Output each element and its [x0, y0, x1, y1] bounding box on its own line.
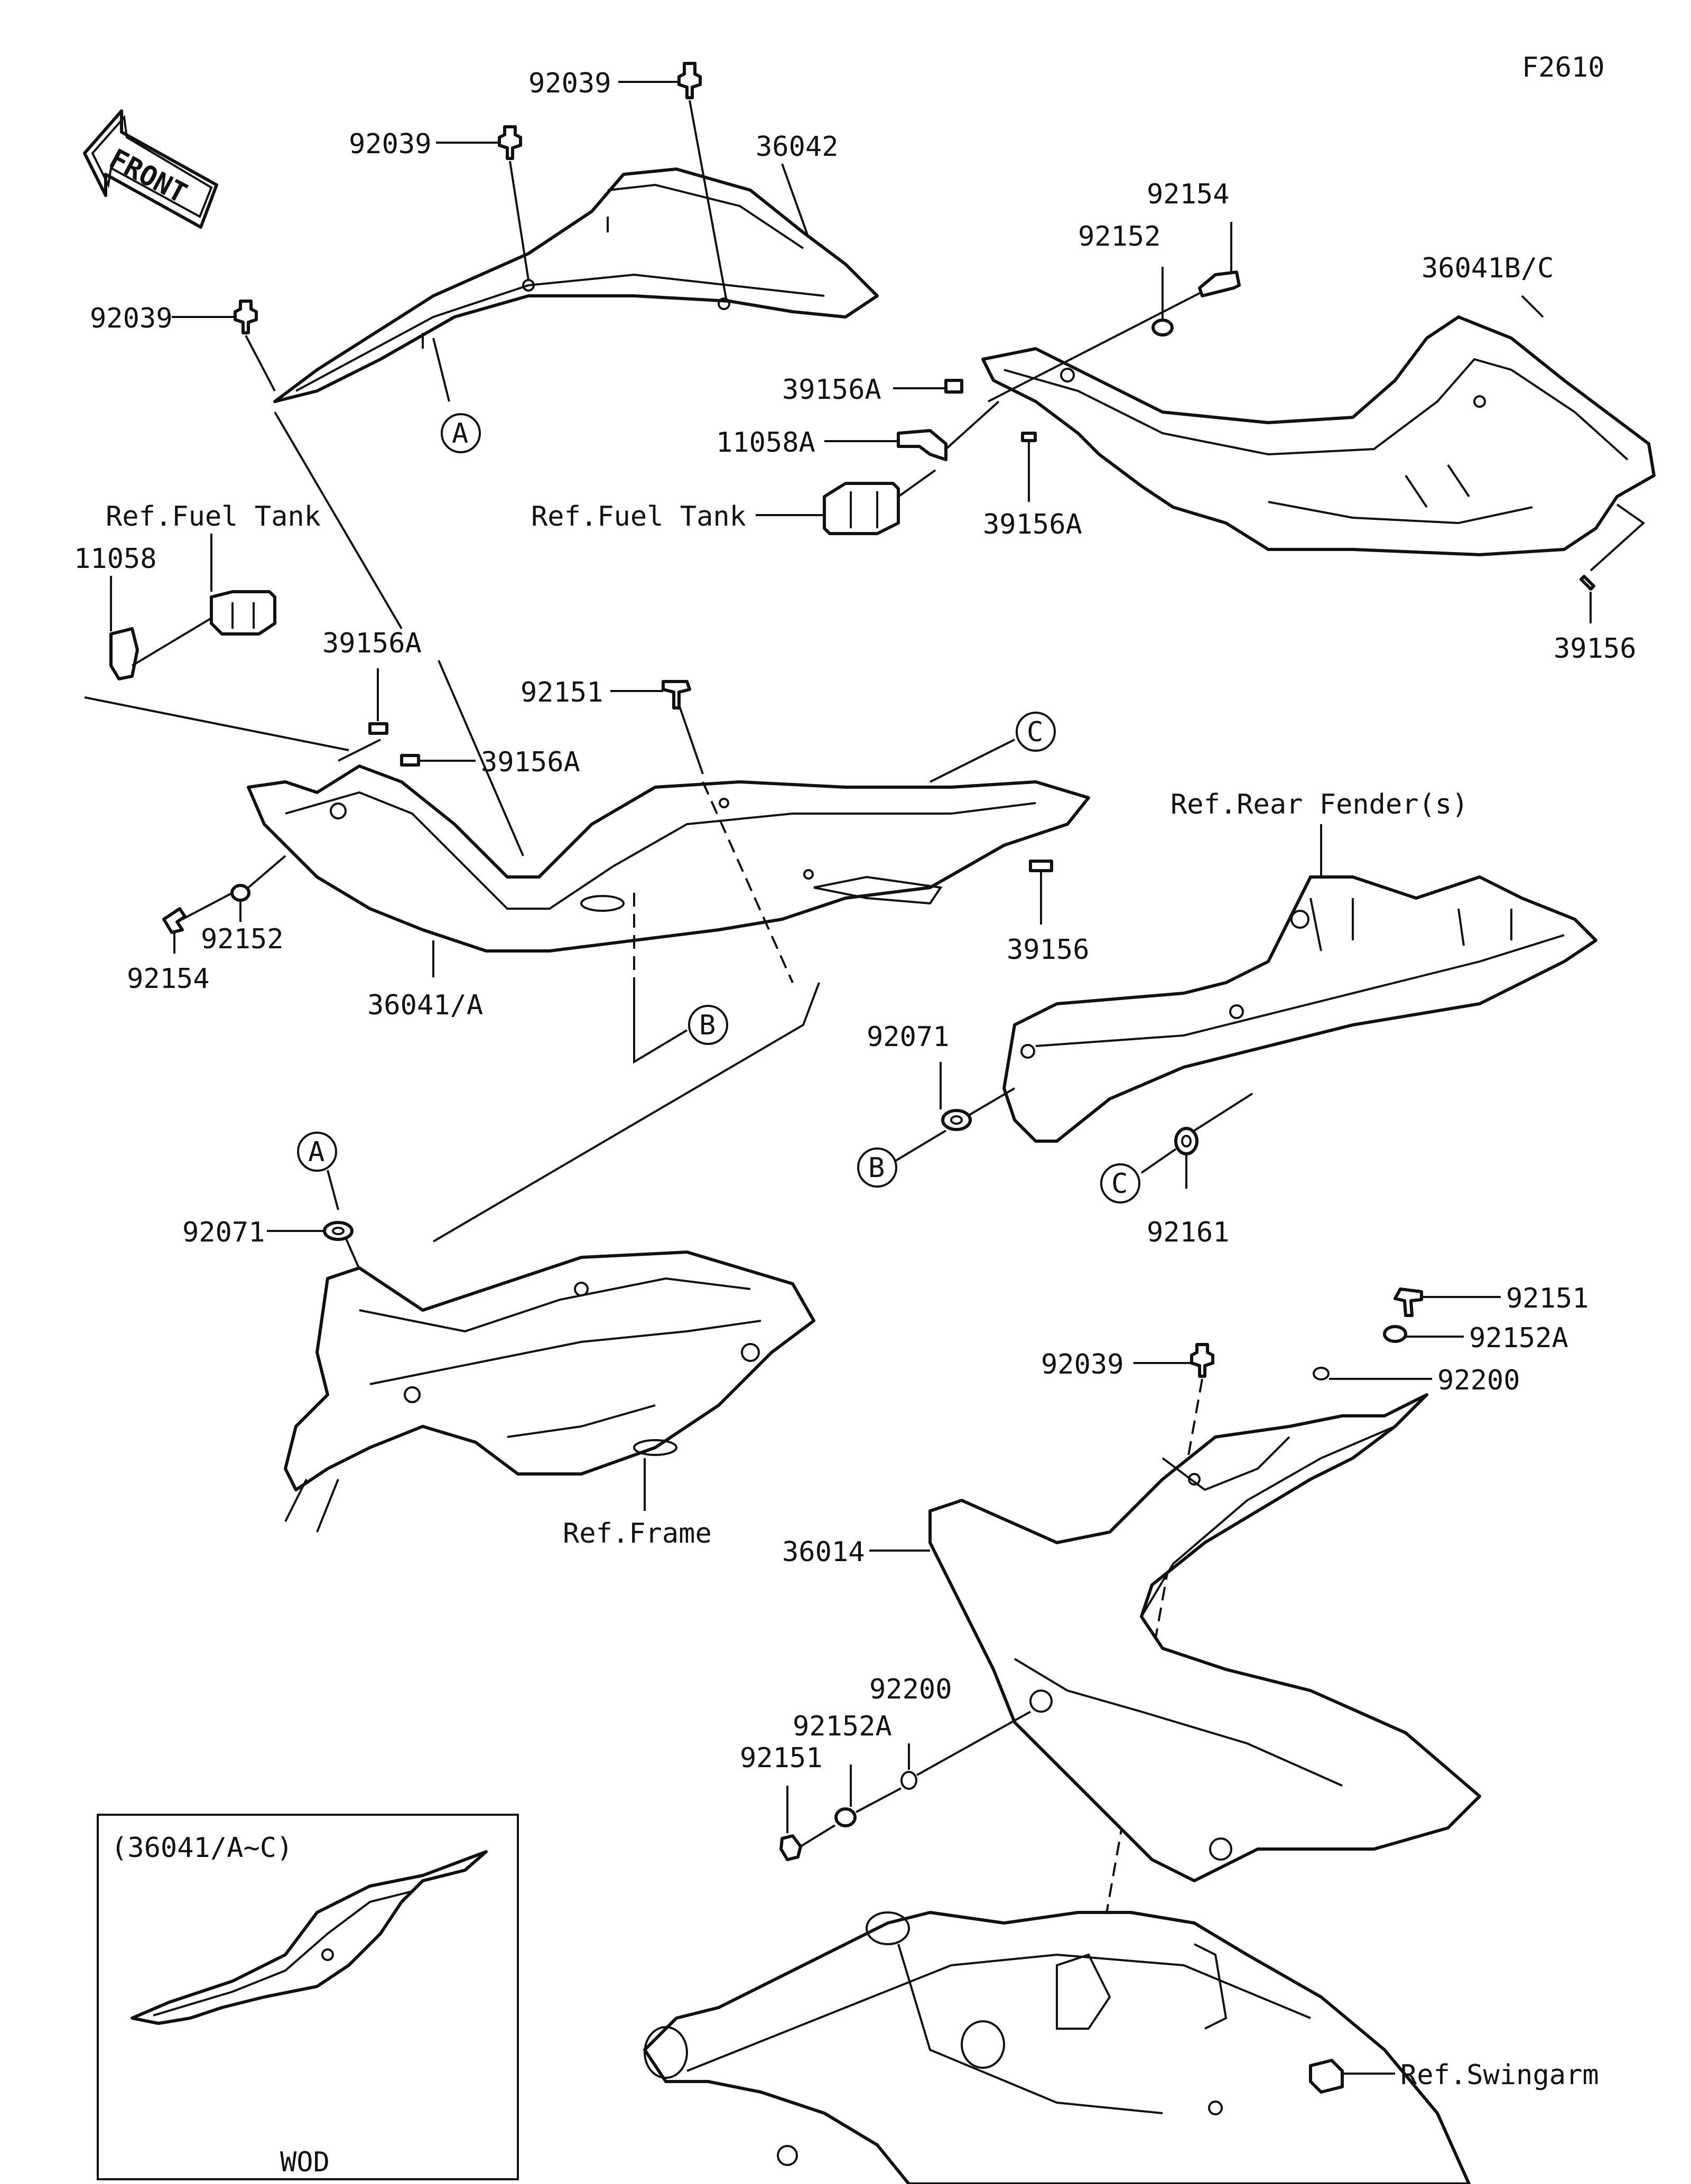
bracket-11058 — [109, 627, 139, 680]
label-92071-l: 92071 — [182, 1217, 265, 1248]
ref-fuel-tank-l: Ref.Fuel Tank — [106, 501, 321, 533]
oring-92200-r — [1313, 1367, 1330, 1380]
screw-92039-mid — [498, 125, 522, 160]
label-92151-mid: 92151 — [521, 677, 603, 708]
label-92161: 92161 — [1147, 1217, 1230, 1248]
fuel-tank-mount-r — [823, 482, 900, 535]
label-92039-top: 92039 — [528, 68, 611, 99]
rear-fender — [1002, 875, 1597, 1143]
screw-92154-left — [162, 907, 187, 934]
inset-label: (36041/A~C) — [111, 1832, 293, 1864]
callout-b1-label: B — [699, 1010, 716, 1041]
screw-92039-left — [234, 300, 258, 334]
screw-92151-b — [779, 1824, 836, 1861]
label-36041a: 36041/A — [367, 990, 483, 1021]
label-39156a-r1: 39156A — [782, 374, 881, 406]
swingarm-clip — [1309, 2059, 1344, 2094]
grommet-92071-r — [941, 1109, 972, 1131]
frame — [284, 1250, 815, 1533]
callout-a1 — [441, 413, 481, 453]
label-92039-r: 92039 — [1041, 1349, 1124, 1380]
screw-92039-top — [677, 62, 702, 99]
bracket-11058a — [897, 429, 947, 461]
washer-92152-left — [230, 884, 250, 902]
label-39156-l: 39156 — [1007, 934, 1090, 966]
label-36041bc: 36041B/C — [1421, 253, 1554, 284]
label-92200-b: 92200 — [869, 1674, 952, 1705]
fuel-tank-mount-l — [210, 590, 276, 636]
grommet-92071-l — [323, 1221, 354, 1241]
label-39156a-l1: 39156A — [322, 628, 422, 659]
inset-part-36041 — [131, 1850, 488, 2025]
screw-92154-top — [1198, 270, 1241, 297]
label-92039-mid: 92039 — [349, 128, 432, 160]
tape-39156-r — [1579, 574, 1596, 591]
swingarm — [643, 1911, 1471, 2184]
label-92152-top: 92152 — [1078, 221, 1161, 253]
label-92152a-r: 92152A — [1469, 1322, 1568, 1354]
tape-39156a-r2 — [1021, 432, 1037, 442]
ref-fuel-tank-r: Ref.Fuel Tank — [531, 501, 746, 533]
callout-a2-label: A — [308, 1136, 324, 1168]
inset-note: WOD — [280, 2146, 330, 2178]
washer-92152-top — [1151, 319, 1174, 337]
front-arrow-icon: FRONT — [83, 109, 218, 229]
label-92151-b: 92151 — [740, 1742, 823, 1774]
label-92200-r: 92200 — [1437, 1365, 1520, 1396]
label-92154-top: 92154 — [1147, 179, 1230, 210]
figure-id: F2610 — [1522, 52, 1605, 83]
callout-b1 — [688, 1005, 728, 1045]
ref-frame: Ref.Frame — [563, 1518, 712, 1550]
label-92151-r: 92151 — [1506, 1283, 1589, 1314]
label-92152a-b: 92152A — [793, 1711, 892, 1742]
callout-c2 — [1100, 1163, 1140, 1203]
ref-swingarm: Ref.Swingarm — [1400, 2059, 1599, 2091]
grommet-92161 — [1174, 1127, 1198, 1155]
part-36042 — [273, 167, 879, 403]
part-36041bc — [981, 315, 1656, 556]
tape-39156-l — [1029, 860, 1053, 872]
callout-c2-label: C — [1111, 1168, 1128, 1200]
label-11058: 11058 — [74, 543, 157, 575]
screw-92151-r — [1393, 1287, 1423, 1317]
screw-92039-r — [1190, 1343, 1214, 1378]
callout-b2-label: B — [868, 1152, 885, 1184]
label-39156a-l2: 39156A — [481, 746, 580, 778]
tape-39156a-l1 — [368, 722, 388, 735]
inset-box — [97, 1814, 519, 2180]
ref-rear-fender: Ref.Rear Fender(s) — [1170, 789, 1469, 820]
part-36041a — [247, 764, 1090, 953]
label-92152-left: 92152 — [201, 923, 284, 955]
callout-a2 — [297, 1132, 337, 1172]
callout-c1-label: C — [1027, 716, 1043, 748]
tape-39156a-l2 — [400, 754, 420, 767]
label-92154-left: 92154 — [127, 963, 210, 995]
callout-a1-label: A — [452, 418, 468, 450]
label-36014: 36014 — [782, 1536, 865, 1568]
tape-39156a-r1 — [944, 379, 963, 394]
oring-92200-b — [900, 1771, 917, 1790]
callout-b2 — [857, 1147, 897, 1188]
label-92071-r: 92071 — [867, 1021, 950, 1053]
label-39156a-r2: 39156A — [983, 509, 1082, 540]
screw-92151-mid — [662, 680, 691, 710]
label-92039-left: 92039 — [90, 303, 173, 334]
washer-92152a-b — [834, 1807, 857, 1827]
label-11058a: 11058A — [716, 427, 815, 459]
part-36014 — [928, 1393, 1481, 1882]
label-36042: 36042 — [756, 131, 839, 163]
washer-92152a-r — [1383, 1325, 1407, 1343]
label-39156-r: 39156 — [1554, 633, 1637, 665]
callout-c1 — [1016, 712, 1056, 752]
